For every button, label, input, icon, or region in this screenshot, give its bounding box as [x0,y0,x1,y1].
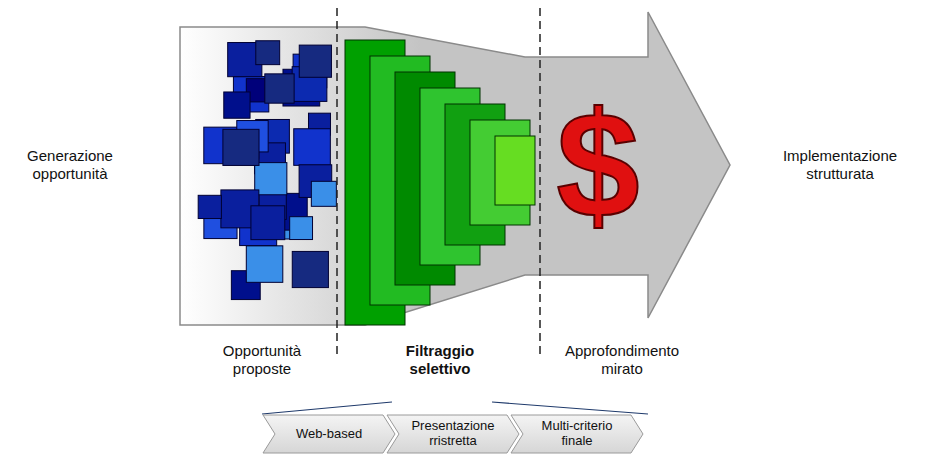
opportunity-square [292,251,328,287]
opportunity-square [223,129,259,165]
opportunity-square [311,181,336,206]
phase-label: Generazione opportunità [5,147,135,183]
phase-label: Implementazione strutturata [770,147,910,183]
phase-divider [539,8,541,358]
dollar-symbol: $ [538,90,658,240]
bracket-line [262,402,392,414]
opportunity-square [294,129,331,166]
chevron-step: Presentazione rristretta [386,414,520,454]
opportunity-square [224,130,259,165]
step-text: Web-based [281,427,377,442]
stage-label: Approfondimento mirato [547,342,697,378]
chevron-step: Multi-criterio finale [510,414,644,454]
chevron-outline [387,415,519,453]
opportunity-square [224,92,250,118]
filter-stack [345,40,535,325]
stage-label: Filtraggio selettivo [385,342,495,378]
opportunity-square [255,163,287,195]
stage-label: Opportunità proposte [202,342,322,378]
opportunity-square [256,41,280,65]
opportunity-square [251,206,285,240]
opportunity-square [198,195,221,218]
step-text: Multi-criterio finale [529,419,625,449]
phase-divider [336,8,338,358]
bracket-line [492,402,648,414]
opportunity-square [290,217,313,240]
filter-layer [495,136,535,205]
opportunity-square [299,45,331,77]
step-text: Presentazione rristretta [405,419,501,449]
chevron-outline [263,415,395,453]
process-arrow [180,12,730,325]
chevron-step: Web-based [262,414,396,454]
opportunity-square [246,246,283,283]
chevron-outline [511,415,643,453]
opportunity-squares [198,41,336,300]
opportunity-square [265,74,294,103]
